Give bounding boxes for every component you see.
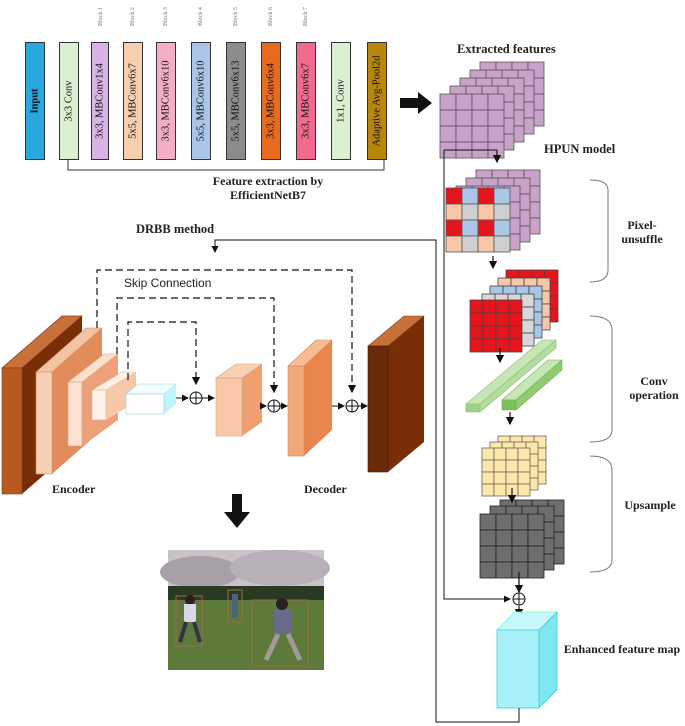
efficientnet-block-2: 3x3, MBConv1x4	[91, 42, 109, 160]
efficientnet-block-label: 3x3, MBConv6x4	[265, 63, 277, 139]
grid-layer	[469, 299, 523, 353]
efficientnet-block-label: 3x3, MBConv6x7	[300, 63, 312, 139]
efficientnet-block-3: 5x5, MBConv6x7	[123, 42, 143, 160]
efficientnet-block-5: 5x5, MBConv6x10	[191, 42, 211, 160]
decoder-layers	[215, 315, 425, 473]
grid-layer	[481, 447, 531, 497]
skip-connections	[96, 269, 357, 394]
encoder-layers	[0, 315, 177, 495]
big-down-arrow	[224, 494, 250, 528]
decoder-label: Decoder	[304, 482, 347, 496]
efficientnet-block-label: 3x3 Conv	[63, 80, 75, 122]
efficientnet-block-label: 5x5, MBConv6x13	[230, 60, 242, 142]
enhanced-feature-map-box	[496, 611, 558, 709]
efficientnet-block-tag: Block 2	[130, 7, 136, 26]
efficientnet-block-label: Adaptive Avg-Pool2d	[371, 55, 383, 147]
efficientnet-block-9: 1x1, Conv	[331, 42, 351, 160]
drbb-method-title: DRBB method	[136, 222, 215, 236]
efficientnet-block-tag: Block 7	[303, 7, 309, 26]
efficientnet-block-label: 3x3, MBConv1x4	[94, 63, 106, 139]
efficientnet-block-8: 3x3, MBConv6x7	[296, 42, 316, 160]
efficientnet-block-0: Input	[25, 42, 45, 160]
grid-layer	[445, 187, 511, 253]
big-right-arrow	[400, 92, 432, 114]
efficientnet-block-label: 5x5, MBConv6x10	[195, 60, 207, 142]
output-photo	[160, 550, 330, 670]
efficientnet-block-tag: Block 3	[163, 7, 169, 26]
conv-bars	[465, 339, 563, 413]
efficientnet-block-label: Input	[29, 88, 41, 114]
conv-operation-label: Conv operation	[629, 374, 679, 402]
pixel-unshuffle-label: Pixel-unsuffle	[621, 218, 663, 246]
efficientnet-block-tag: Block 4	[198, 7, 204, 26]
grid-layer	[439, 93, 505, 159]
sum-nodes	[189, 391, 359, 413]
enhanced-feature-map-label: Enhanced feature map	[563, 642, 681, 656]
encoder-label: Encoder	[52, 482, 96, 496]
efficientnet-block-label: 1x1, Conv	[335, 79, 347, 123]
caption-line-1: Feature extraction by	[212, 174, 324, 188]
grid-layer	[479, 513, 545, 579]
efficientnet-block-6: 5x5, MBConv6x13	[226, 42, 246, 160]
efficientnet-block-tag: Block 6	[268, 7, 274, 26]
efficientnet-block-label: 5x5, MBConv6x7	[127, 63, 139, 139]
efficientnet-block-tag: Block 1	[98, 7, 104, 26]
efficientnet-caption: Feature extraction by EfficientNetB7	[178, 174, 358, 202]
hpun-model-title: HPUN model	[544, 142, 616, 156]
efficientnet-block-tag: Block 5	[233, 7, 239, 26]
extracted-features-label: Extracted features	[457, 42, 556, 56]
efficientnet-block-label: 3x3, MBConv6x10	[160, 60, 172, 142]
efficientnet-block-4: 3x3, MBConv6x10	[156, 42, 176, 160]
efficientnet-block-1: 3x3 Conv	[59, 42, 79, 160]
efficientnet-bracket	[67, 160, 385, 171]
efficientnet-block-10: Adaptive Avg-Pool2d	[367, 42, 387, 160]
extracted-features-grids	[439, 61, 545, 159]
upsample-label: Upsample	[624, 498, 676, 512]
caption-line-2: EfficientNetB7	[230, 188, 306, 202]
efficientnet-block-7: 3x3, MBConv6x4	[261, 42, 281, 160]
skip-connection-label: Skip Connection	[124, 276, 212, 290]
